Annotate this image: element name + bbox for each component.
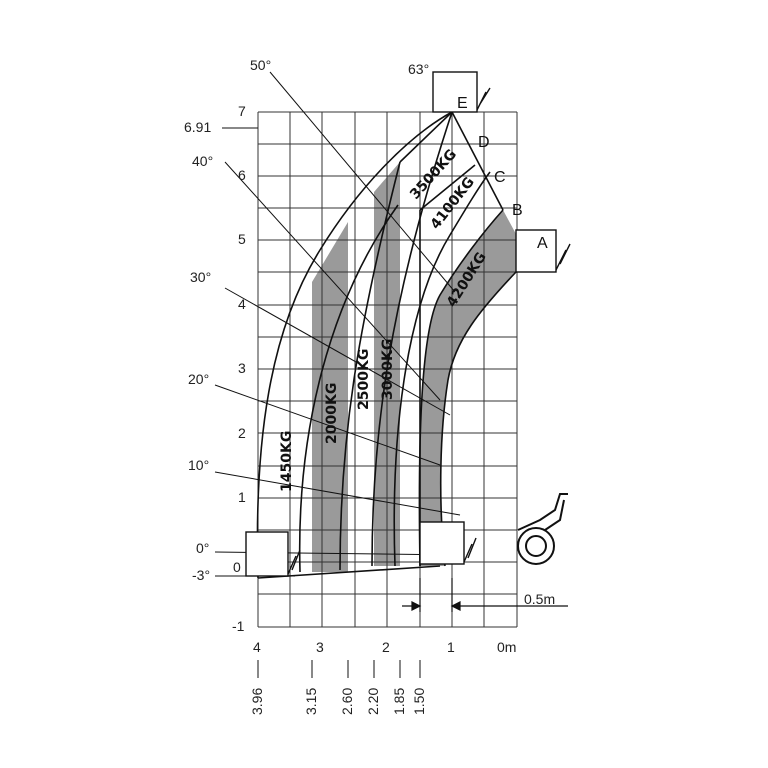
- y-tick-5: 5: [238, 231, 246, 247]
- x-tick-0m: 0m: [497, 639, 516, 655]
- point-c: C: [494, 169, 506, 186]
- max-height-label: 6.91: [184, 119, 211, 135]
- zone-2000kg: 2000KG: [324, 383, 340, 444]
- x-tick-4: 4: [253, 639, 261, 655]
- angle-0: 0°: [196, 540, 209, 556]
- reach-3-96: 3.96: [249, 688, 265, 715]
- grid: [257, 111, 518, 628]
- zone-4200kg-band: [419, 210, 516, 566]
- fork-right-icon: [463, 537, 477, 563]
- point-a: A: [537, 235, 548, 252]
- angle-labels: 63° 50° 40° 30° 20° 10° 0° -3°: [188, 57, 429, 583]
- zone-2500kg: 2500KG: [356, 349, 372, 410]
- y-tick-7: 7: [238, 103, 246, 119]
- scale-label: 0.5m: [524, 591, 555, 607]
- angle-minus-3: -3°: [192, 567, 210, 583]
- zone-2000kg-band: [312, 222, 348, 572]
- y-tick-4: 4: [238, 296, 246, 312]
- y-tick-3: 3: [238, 360, 246, 376]
- fork-left-icon: [287, 549, 301, 575]
- y-tick-0: 0: [233, 559, 241, 575]
- angle-40: 40°: [192, 153, 213, 169]
- angle-10: 10°: [188, 457, 209, 473]
- scale-bar: [402, 578, 568, 612]
- angle-63: 63°: [408, 61, 429, 77]
- reach-labels: [257, 660, 421, 678]
- reach-1-50: 1.50: [411, 688, 427, 715]
- reach-curve-3: [339, 161, 401, 571]
- reach-3-15: 3.15: [303, 688, 319, 715]
- zone-1450kg: 1450KG: [279, 431, 295, 492]
- reach-1-85: 1.85: [391, 688, 407, 715]
- zone-3500-boundary: [399, 111, 453, 163]
- y-tick-minus-1: -1: [232, 618, 245, 634]
- shaded-load-zones: [312, 162, 516, 572]
- x-tick-3: 3: [316, 639, 324, 655]
- zone-4100-boundary: [419, 164, 476, 211]
- x-axis-labels: 4 3 2 1 0m: [253, 639, 516, 655]
- y-tick-2: 2: [238, 425, 246, 441]
- reach-curve-2: [298, 204, 399, 573]
- reach-2-20: 2.20: [365, 688, 381, 715]
- carriage-a: [515, 229, 557, 273]
- point-e: E: [457, 95, 468, 112]
- y-tick-1: 1: [238, 489, 246, 505]
- boom-tip-edge: [451, 111, 504, 211]
- angle-30: 30°: [190, 269, 211, 285]
- point-b: B: [512, 202, 523, 219]
- angle-50: 50°: [250, 57, 271, 73]
- carriage-ground-left: [245, 531, 289, 577]
- fork-a-icon: [555, 243, 571, 271]
- carriage-e: [432, 71, 478, 113]
- inner-boom-curve-2: [439, 271, 517, 567]
- outer-reach-curve: [256, 111, 453, 579]
- x-tick-2: 2: [382, 639, 390, 655]
- y-axis-labels: 7 6 5 4 3 2 1 0 -1 6.91: [184, 103, 246, 634]
- y-tick-6: 6: [238, 167, 246, 183]
- carriage-attachments: [245, 71, 571, 577]
- telehandler-machine-icon: [517, 493, 568, 565]
- reach-curve-5: [393, 171, 491, 567]
- reach-2-60: 2.60: [339, 688, 355, 715]
- fork-e-icon: [476, 87, 491, 111]
- angle-20: 20°: [188, 371, 209, 387]
- reach-curve-4: [371, 111, 453, 567]
- carriage-ground-right: [419, 521, 465, 565]
- point-d: D: [478, 134, 490, 151]
- x-tick-1: 1: [447, 639, 455, 655]
- zone-3000kg: 3000KG: [380, 339, 396, 400]
